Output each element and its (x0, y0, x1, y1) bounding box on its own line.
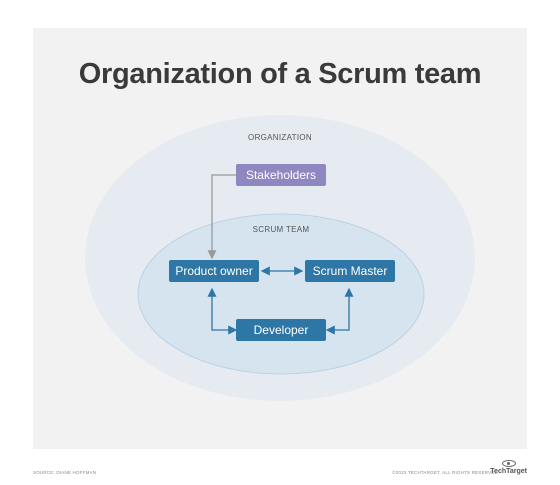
scrum-team-ellipse (137, 213, 425, 375)
connector-developer-product-owner (207, 287, 238, 335)
scrum-team-label: SCRUM TEAM (252, 225, 310, 234)
connector-stakeholders-to-product-owner (207, 174, 236, 260)
source-credit: SOURCE: DIANE HOFFMAN (33, 470, 97, 475)
diagram-title: Organization of a Scrum team (78, 58, 482, 90)
copyright-notice: ©2023 TECHTARGET. ALL RIGHTS RESERVED (392, 470, 498, 475)
organization-label: ORGANIZATION (248, 133, 312, 142)
eye-icon (501, 460, 516, 467)
brand-name: TechTarget (490, 468, 527, 475)
product-owner-node: Product owner (169, 260, 259, 282)
stakeholders-node: Stakeholders (236, 164, 326, 186)
developer-node: Developer (236, 319, 326, 341)
brand-logo: TechTarget (490, 460, 527, 475)
connector-developer-scrum-master (325, 287, 354, 335)
scrum-master-node: Scrum Master (305, 260, 395, 282)
